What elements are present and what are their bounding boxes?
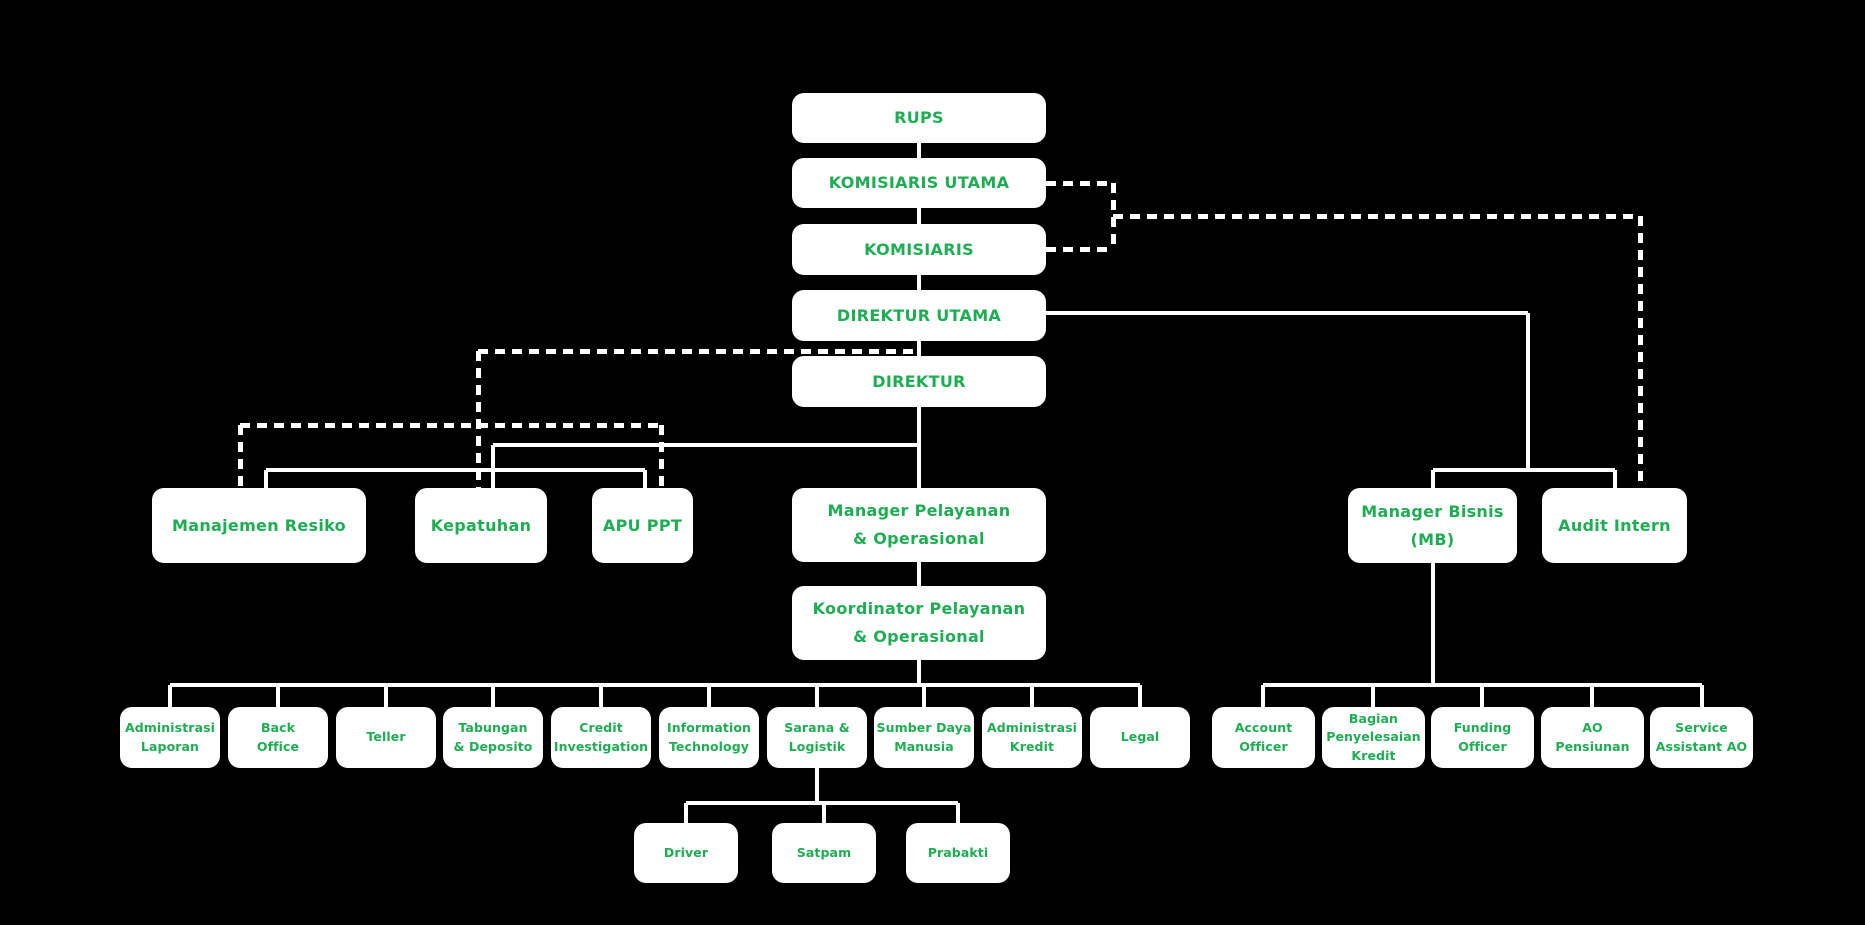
org-node-administrasi-laporan: Administrasi Laporan (120, 707, 220, 768)
connector-account-officer-drop (1261, 685, 1265, 707)
connector-audit-intern-solid-drop (1613, 470, 1617, 488)
org-node-credit-investigation: Credit Investigation (551, 707, 651, 768)
org-node-direktur: DIREKTUR (792, 356, 1046, 407)
connector-left-dashed-upper-h (478, 348, 919, 354)
connector-service-assistant-ao-drop (1700, 685, 1704, 707)
org-node-sumber-daya-manusia: Sumber Daya Manusia (874, 707, 974, 768)
org-node-manager-pelayanan-operasional: Manager Pelayanan & Operasional (792, 488, 1046, 562)
connector-direktur-utama-right-h (1046, 311, 1528, 315)
connector-rups-to-komisiaris-utama (917, 143, 921, 158)
connector-administrasi-kredit-drop (1030, 685, 1034, 707)
connector-tabungan-deposito-drop (491, 685, 495, 707)
connector-bottom-left-bus (170, 683, 1140, 687)
connector-manager-bisnis-drop (1431, 470, 1435, 488)
connector-komisiaris-bracket-h (1046, 246, 1113, 252)
connector-bagian-penyelesaian-drop (1371, 685, 1375, 707)
connector-audit-intern-dashed-v (1637, 216, 1643, 488)
org-node-bagian-penyelesaian-kredit: Bagian Penyelesaian Kredit (1322, 707, 1425, 768)
connector-koordinator-to-bus (917, 660, 921, 685)
connector-sarana-logistik-feed (815, 768, 819, 803)
org-node-manager-bisnis: Manager Bisnis (MB) (1348, 488, 1517, 563)
org-node-information-technology: Information Technology (659, 707, 759, 768)
org-node-komisiaris-utama: KOMISIARIS UTAMA (792, 158, 1046, 208)
connector-kepatuhan-solid-drop (491, 470, 495, 488)
connector-komisiaris-utama-to-komisiaris (917, 208, 921, 224)
org-node-satpam: Satpam (772, 823, 876, 883)
org-node-tabungan-deposito: Tabungan & Deposito (443, 707, 543, 768)
org-node-driver: Driver (634, 823, 738, 883)
connector-manajemen-resiko-solid-drop (264, 470, 268, 488)
connector-left-solid-upper-h (493, 443, 919, 447)
org-node-koordinator-pelayanan-operasional: Koordinator Pelayanan & Operasional (792, 586, 1046, 660)
connector-komisiaris-to-direktur-utama (917, 275, 921, 290)
org-node-ao-pensiunan: AO Pensiunan (1541, 707, 1644, 768)
connector-information-technology-drop (707, 685, 711, 707)
org-node-administrasi-kredit: Administrasi Kredit (982, 707, 1082, 768)
org-node-komisiaris: KOMISIARIS (792, 224, 1046, 275)
org-node-back-office: Back Office (228, 707, 328, 768)
connector-sumber-daya-manusia-drop (922, 685, 926, 707)
connector-teller-drop (384, 685, 388, 707)
connector-direktur-to-manager-pelayanan (917, 407, 921, 488)
connector-administrasi-laporan-drop (168, 685, 172, 707)
connector-legal-drop (1138, 685, 1142, 707)
connector-back-office-drop (276, 685, 280, 707)
org-node-kepatuhan: Kepatuhan (415, 488, 547, 563)
org-node-audit-intern: Audit Intern (1542, 488, 1687, 563)
org-node-prabakti: Prabakti (906, 823, 1010, 883)
connector-komisiaris-utama-bracket-h (1046, 180, 1113, 186)
org-node-legal: Legal (1090, 707, 1190, 768)
connector-apu-ppt-dashed-drop (658, 425, 664, 488)
org-node-account-officer: Account Officer (1212, 707, 1315, 768)
org-node-funding-officer: Funding Officer (1431, 707, 1534, 768)
connector-ao-pensiunan-drop (1590, 685, 1594, 707)
connector-sarana-logistik-drop (815, 685, 819, 707)
connector-manager-to-koordinator (917, 562, 921, 586)
connector-satpam-drop (822, 803, 826, 823)
connector-left-solid-bus (266, 468, 645, 472)
connector-audit-intern-dashed-h (1113, 213, 1640, 219)
org-node-manajemen-resiko: Manajemen Resiko (152, 488, 366, 563)
org-node-service-assistant-ao: Service Assistant AO (1650, 707, 1753, 768)
org-node-direktur-utama: DIREKTUR UTAMA (792, 290, 1046, 341)
connector-direktur-utama-to-direktur (917, 341, 921, 356)
connector-apu-ppt-solid-drop (643, 470, 647, 488)
connector-kepatuhan-dashed-v (475, 351, 481, 488)
connector-manajemen-resiko-dashed-drop (237, 425, 243, 488)
connector-right-solid-v (1526, 313, 1530, 470)
connector-prabakti-drop (956, 803, 960, 823)
org-node-teller: Teller (336, 707, 436, 768)
connector-manager-bisnis-feed (1431, 562, 1435, 685)
org-node-rups: RUPS (792, 93, 1046, 143)
connector-right-solid-bus (1433, 468, 1615, 472)
org-node-apu-ppt: APU PPT (592, 488, 693, 563)
connector-driver-drop (684, 803, 688, 823)
connector-left-solid-upper-v (491, 445, 495, 470)
connector-funding-officer-drop (1480, 685, 1484, 707)
org-node-sarana-logistik: Sarana & Logistik (767, 707, 867, 768)
connector-credit-investigation-drop (599, 685, 603, 707)
connector-left-dashed-bus (240, 422, 661, 428)
